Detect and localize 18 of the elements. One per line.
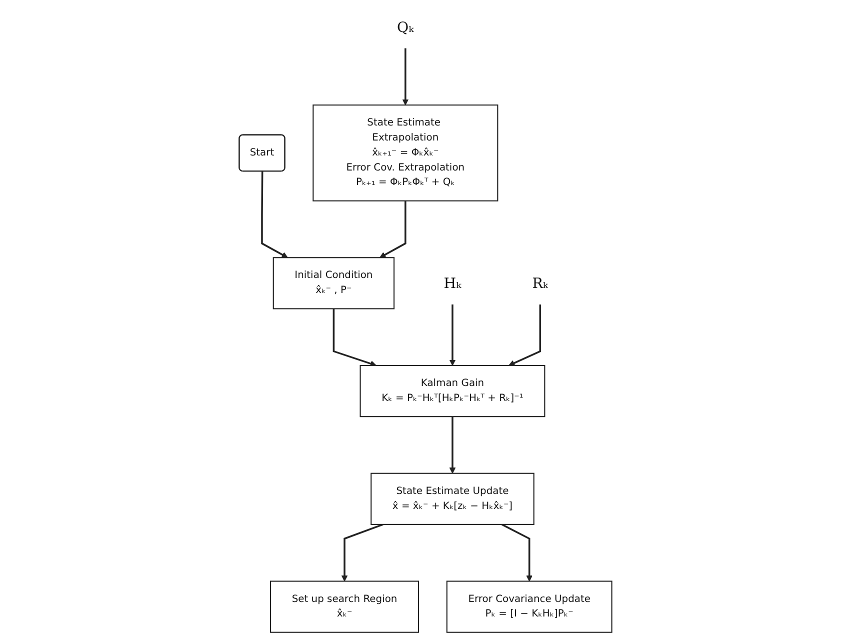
node-box: Set up search Region x̂ₖ⁻ <box>270 580 420 633</box>
arrow <box>332 308 376 367</box>
node-box: Initial Condition x̂ₖ⁻ , P⁻ <box>272 257 395 310</box>
arrow <box>449 416 456 474</box>
arrow <box>501 524 532 582</box>
node-text: Qₖ <box>397 18 414 36</box>
arrow <box>449 304 456 366</box>
arrow <box>380 200 406 258</box>
node-text: Rₖ <box>532 274 548 292</box>
arrow <box>402 48 409 106</box>
arrow <box>261 171 288 258</box>
node-box: State Estimate Update x̂ = x̂ₖ⁻ + Kₖ[zₖ − Hₖx̂ₖ⁻] <box>370 472 534 525</box>
node-box: Error Covariance Update Pₖ = [I − KₖHₖ]Pₖ⁻ <box>446 580 612 633</box>
arrow <box>341 524 384 582</box>
node-box: Kalman Gain Kₖ = Pₖ⁻Hₖᵀ[HₖPₖ⁻Hₖᵀ + Rₖ]⁻¹ <box>360 364 546 418</box>
node-text: Hₖ <box>444 274 462 292</box>
arrow <box>508 304 542 366</box>
node-box: State Estimate Extrapolation x̂ₖ₊₁⁻ = Φₖx̂ₖ⁻ Error Cov. Extrapolation Pₖ₊₁ = ΦₖPₖΦₖᵀ + Qₖ <box>312 104 498 202</box>
